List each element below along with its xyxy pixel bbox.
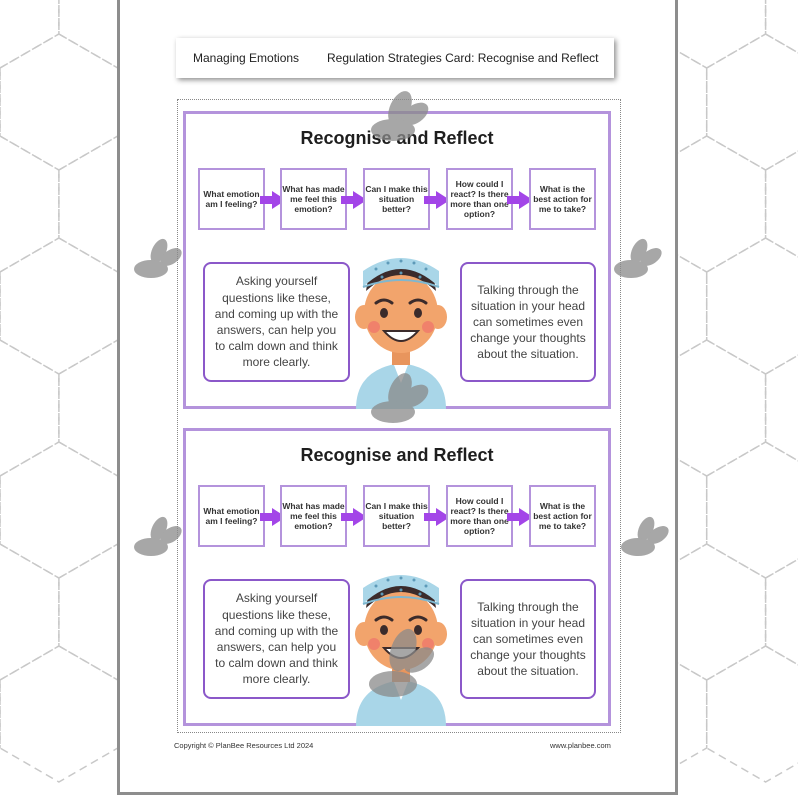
step-box-1: What emotion am I feeling?	[198, 485, 265, 547]
card-title: Recognise and Reflect	[300, 445, 494, 465]
bee-watermark-icon	[134, 516, 182, 556]
step-box-4: How could I react? Is there more than on…	[446, 485, 513, 547]
bee-watermark-icon	[621, 516, 669, 556]
speech-bubble-right: Talking through the situation in your he…	[460, 262, 596, 382]
strategy-card-1: Recognise and Reflect What emotion am I …	[183, 111, 611, 409]
step-box-1: What emotion am I feeling?	[198, 168, 265, 230]
website-text: www.planbee.com	[550, 741, 611, 750]
step-box-4: How could I react? Is there more than on…	[446, 168, 513, 230]
bee-watermark-icon	[134, 238, 182, 278]
bee-watermark-icon	[371, 91, 429, 141]
header-card-title: Regulation Strategies Card: Recognise an…	[327, 51, 599, 65]
header-topic: Managing Emotions	[193, 51, 300, 65]
step-box-3: Can I make this situation better?	[363, 485, 430, 547]
copyright-text: Copyright © PlanBee Resources Ltd 2024	[174, 741, 314, 750]
bee-watermark-icon	[371, 373, 429, 423]
speech-bubble-left: Asking yourself questions like these, an…	[203, 262, 350, 382]
bee-watermark-icon	[369, 628, 435, 697]
speech-bubble-left: Asking yourself questions like these, an…	[203, 579, 350, 699]
step-box-5: What is the best action for me to take?	[529, 485, 596, 547]
step-box-5: What is the best action for me to take?	[529, 168, 596, 230]
bee-watermark-icon	[614, 238, 662, 278]
step-box-2: What has made me feel this emotion?	[280, 168, 347, 230]
speech-bubble-right: Talking through the situation in your he…	[460, 579, 596, 699]
header-tab: Managing Emotions Regulation Strategies …	[176, 38, 614, 78]
step-box-3: Can I make this situation better?	[363, 168, 430, 230]
step-box-2: What has made me feel this emotion?	[280, 485, 347, 547]
